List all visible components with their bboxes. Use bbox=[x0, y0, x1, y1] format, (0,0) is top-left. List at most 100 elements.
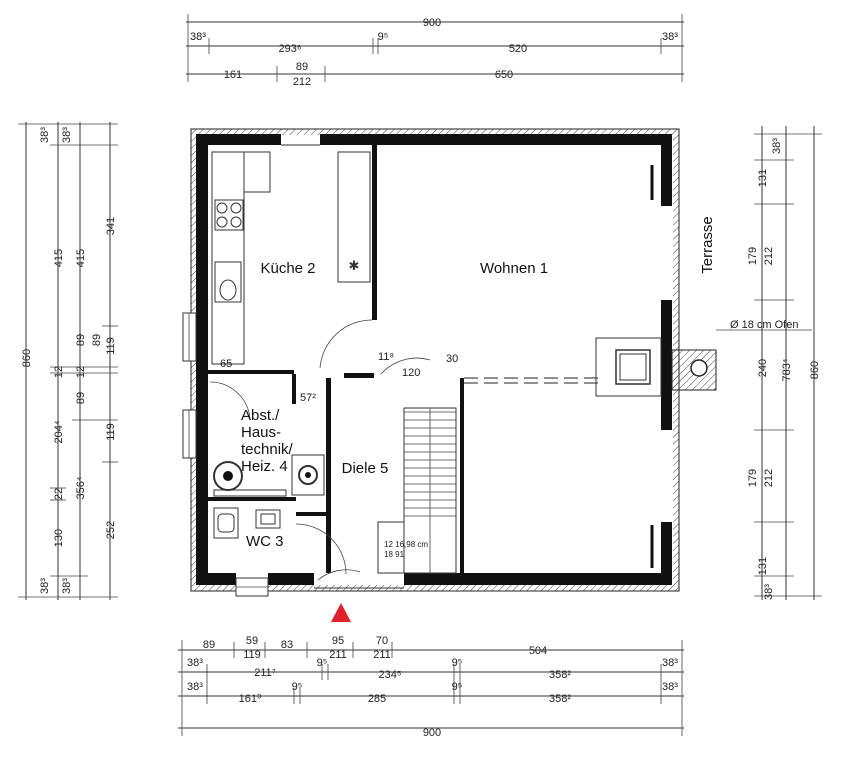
dim-bot-r2-5: 358² bbox=[549, 669, 571, 681]
dim-left-in-0: 38³ bbox=[61, 127, 73, 143]
door-wc bbox=[295, 523, 347, 575]
window-left-abst bbox=[182, 409, 197, 459]
window-left-kitchen bbox=[182, 312, 197, 362]
dim-top-r2-0: 38³ bbox=[190, 31, 206, 43]
label-stairs-2: 18 91 bbox=[384, 550, 405, 559]
dim-bot-r3-2: 9⁵ bbox=[292, 681, 303, 693]
room-label-wc: WC 3 bbox=[246, 533, 284, 550]
dim-bot-r2-6: 38³ bbox=[662, 657, 678, 669]
dim-right-a-1: 131 bbox=[757, 169, 769, 187]
dim-left-in-6: 38³ bbox=[61, 578, 73, 594]
dim-left-in-2: 12 bbox=[75, 366, 87, 378]
toilet-icon bbox=[255, 509, 281, 529]
dim-top-r3-2: 212 bbox=[293, 76, 311, 88]
dim-left-mid-5: 130 bbox=[53, 529, 65, 547]
dim-top-r2-1: 293⁶ bbox=[279, 43, 302, 55]
stove-icon bbox=[214, 199, 244, 231]
dim-bot-r1b-2: 211 bbox=[373, 649, 391, 661]
dim-bot-total: 900 bbox=[423, 727, 441, 739]
label-118: 11⁸ bbox=[378, 351, 394, 363]
label-120: 120 bbox=[402, 367, 420, 379]
dim-bot-r3-0: 38³ bbox=[187, 681, 203, 693]
room-label-kueche: Küche 2 bbox=[260, 260, 315, 277]
window-bottom-wc bbox=[235, 577, 269, 597]
dim-right-b-1: 860 bbox=[809, 361, 821, 379]
dim-bot-r2-3: 234⁵ bbox=[379, 669, 402, 681]
dim-left-in2-2: 119 bbox=[105, 337, 117, 355]
boiler-icon bbox=[291, 454, 325, 496]
dim-top-total: 900 bbox=[423, 17, 441, 29]
top-dimensions: 900 38³ 293⁶ 9⁵ 520 38³ 161 89 212 650 bbox=[186, 14, 684, 88]
stove-oven-icon bbox=[595, 337, 717, 397]
dim-left-in2-3: 119 bbox=[105, 423, 117, 441]
dim-bot-r2-1: 211⁷ bbox=[254, 667, 276, 679]
dim-bot-r1a-5: 504 bbox=[529, 645, 547, 657]
door-hausanschluss bbox=[209, 381, 251, 421]
dim-right-a-7: 131 bbox=[757, 557, 769, 575]
dim-right-a-2: 179 bbox=[747, 247, 759, 265]
dim-bot-r1a-3: 95 bbox=[332, 635, 344, 647]
dim-left-in2-1: 89 bbox=[91, 334, 103, 346]
fridge-icon: ✱ bbox=[349, 258, 360, 273]
room-label-abst-1: Abst./ bbox=[241, 407, 280, 424]
door-kitchen bbox=[319, 319, 373, 369]
room-label-diele: Diele 5 bbox=[342, 460, 389, 477]
dim-top-r2-2: 9⁵ bbox=[378, 31, 389, 43]
left-dimensions: 860 38³ 415 12 204⁴ 22 130 38³ 38³ 415 1… bbox=[18, 122, 118, 600]
dim-bot-r1a-2: 83 bbox=[281, 639, 293, 651]
dim-bot-r3-4: 9⁵ bbox=[452, 681, 463, 693]
dim-bot-r2-0: 38³ bbox=[187, 657, 203, 669]
dim-left-mid-1: 415 bbox=[53, 249, 65, 267]
dim-left-in-5: 356⁴ bbox=[75, 476, 87, 499]
dim-right-a-0: 38³ bbox=[771, 138, 783, 154]
dim-right-a-6: 212 bbox=[763, 469, 775, 487]
sink-icon bbox=[214, 261, 242, 303]
dim-left-in-4: 89 bbox=[75, 392, 87, 404]
door-wohnen bbox=[380, 357, 431, 375]
room-label-wohnen: Wohnen 1 bbox=[480, 260, 548, 277]
label-30: 30 bbox=[446, 353, 458, 365]
washbasin-icon bbox=[213, 507, 239, 539]
dim-bot-r3-1: 161⁰ bbox=[239, 693, 262, 705]
dim-top-r3-1: 89 bbox=[296, 61, 308, 73]
dim-top-r3-0: 161 bbox=[224, 69, 242, 81]
label-stairs: 12 16,98 cm bbox=[384, 540, 428, 549]
dim-right-a-3: 212 bbox=[763, 247, 775, 265]
dim-left-mid-4: 22 bbox=[53, 488, 65, 500]
door-entrance bbox=[317, 569, 361, 581]
entrance-marker-icon bbox=[331, 603, 351, 622]
dim-left-total: 860 bbox=[21, 349, 33, 367]
dim-left-in2-4: 252 bbox=[105, 521, 117, 539]
label-ofen: Ø 18 cm Ofen bbox=[730, 319, 798, 331]
dim-bot-r3-5: 358² bbox=[549, 693, 571, 705]
dim-right-b-0: 783⁴ bbox=[781, 358, 793, 381]
dim-top-r3-3: 650 bbox=[495, 69, 513, 81]
dim-left-in-1: 415 bbox=[75, 249, 87, 267]
bottom-dimensions: 89 59 83 95 70 504 119 211 211 38³ 211⁷ … bbox=[178, 635, 684, 739]
room-label-abst-3: technik/ bbox=[241, 441, 294, 458]
staircase bbox=[377, 407, 457, 574]
dim-top-r2-4: 38³ bbox=[662, 31, 678, 43]
dim-left-mid-3: 204⁴ bbox=[53, 420, 65, 443]
dim-right-a-5: 179 bbox=[747, 469, 759, 487]
dim-left-mid-0: 38³ bbox=[39, 127, 51, 143]
dim-left-mid-2: 12 bbox=[53, 366, 65, 378]
dim-bot-r1a-4: 70 bbox=[376, 635, 388, 647]
dim-bot-r2-4: 9⁵ bbox=[452, 657, 463, 669]
dim-bot-r3-3: 285 bbox=[368, 693, 386, 705]
dim-bot-r3-6: 38³ bbox=[662, 681, 678, 693]
label-65: 65 bbox=[220, 358, 232, 370]
label-terrasse: Terrasse bbox=[699, 216, 716, 274]
right-dimensions: 38³ 131 179 212 240 179 212 131 38³ 783⁴… bbox=[747, 126, 822, 600]
dim-bot-r1a-1: 59 bbox=[246, 635, 258, 647]
dim-bot-r1b-0: 119 bbox=[243, 649, 261, 661]
dim-left-in-3: 89 bbox=[75, 334, 87, 346]
building: ✱ bbox=[182, 128, 717, 597]
dim-bot-r2-2: 9⁵ bbox=[317, 657, 328, 669]
label-57: 57² bbox=[300, 392, 316, 404]
dim-left-in2-0: 341 bbox=[105, 217, 117, 235]
dim-right-a-8: 38³ bbox=[763, 584, 775, 600]
dim-top-r2-3: 520 bbox=[509, 43, 527, 55]
room-label-abst-2: Haus- bbox=[241, 424, 281, 441]
